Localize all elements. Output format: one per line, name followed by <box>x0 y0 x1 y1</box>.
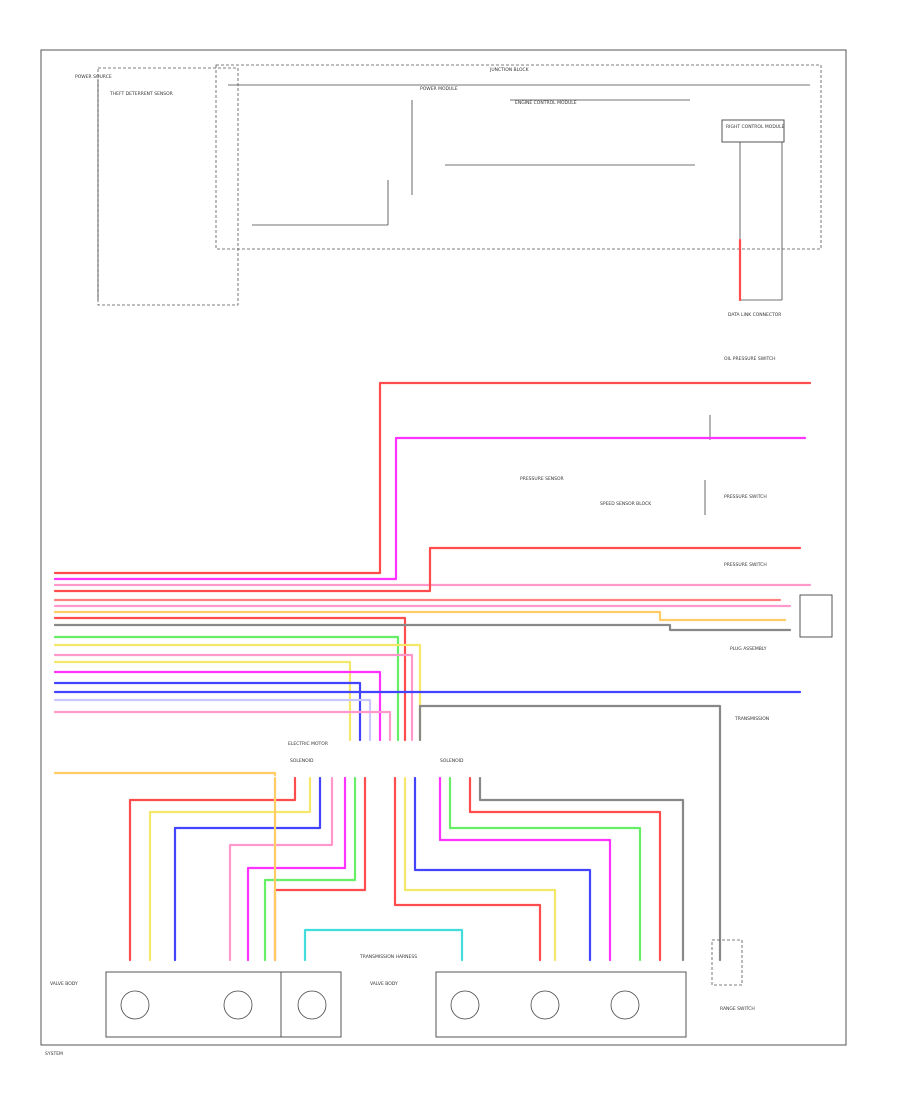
power-source-box <box>97 67 239 306</box>
wire-blue-left-1 <box>173 776 322 962</box>
valve-body-left-label: VALVE BODY <box>50 981 78 987</box>
wire-yellow-right-1 <box>403 776 557 962</box>
solenoid-dial-5 <box>530 990 560 1020</box>
footer-label: SYSTEM <box>45 1051 63 1057</box>
wire-pink-left-1 <box>228 776 334 962</box>
wire-orange-2 <box>53 771 277 777</box>
plug-assembly-box <box>799 594 833 638</box>
wire-magenta-2 <box>53 670 382 742</box>
power-source-label: POWER SOURCE <box>75 74 112 80</box>
solenoid-dial-6 <box>610 990 640 1020</box>
solenoid-b-label: SOLENOID <box>440 758 464 764</box>
solenoid-dial-1 <box>120 990 150 1020</box>
wire-green-right-1 <box>448 776 642 962</box>
oil-pressure-label: OIL PRESSURE SWITCH <box>724 356 776 362</box>
wire-magenta-1 <box>53 436 807 581</box>
diagram-frame <box>40 49 847 1046</box>
valve-body-right: VALVE BODY <box>370 971 687 1038</box>
wire-gray-1 <box>53 623 792 632</box>
wire-red-right-2 <box>393 776 542 962</box>
wire-red-right-1 <box>468 776 662 962</box>
right-module-label: RIGHT CONTROL MODULE <box>726 124 785 130</box>
range-switch-box <box>711 939 743 986</box>
right-components: OIL PRESSURE SWITCH PRESSURE SENSOR SPEE… <box>520 356 833 722</box>
junction-block-section: JUNCTION BLOCK POWER MODULE ENGINE CONTR… <box>215 64 822 318</box>
wire-red-3 <box>53 616 407 742</box>
solenoid-dial-4 <box>450 990 480 1020</box>
power-source-section: POWER SOURCE THEFT DETERRENT SENSOR <box>75 67 239 306</box>
junction-block-box <box>215 64 822 250</box>
wire-lavender-1 <box>53 698 372 742</box>
pressure-switch-2-label: PRESSURE SWITCH <box>724 562 767 568</box>
wires-group <box>53 238 812 962</box>
junction-block-label: JUNCTION BLOCK <box>489 67 530 73</box>
speed-sensor-label: SPEED SENSOR BLOCK <box>600 501 652 507</box>
valve-body-left: VALVE BODY <box>50 971 342 1038</box>
wire-blue-1 <box>53 681 362 742</box>
valve-body-right-box <box>435 971 687 1038</box>
right-module-box <box>721 119 785 143</box>
theft-sensor-label: THEFT DETERRENT SENSOR <box>109 91 173 97</box>
pressure-sensor-label: PRESSURE SENSOR <box>520 476 564 482</box>
wire-pink-4 <box>53 710 392 742</box>
solenoid-dial-3 <box>297 990 327 1020</box>
range-switch-label: RANGE SWITCH <box>720 1006 755 1012</box>
wire-red-2 <box>53 546 802 593</box>
wire-blue-right-1 <box>413 776 592 962</box>
harness-label: TRANSMISSION HARNESS <box>359 954 417 960</box>
module-label: POWER MODULE <box>420 86 458 92</box>
wire-orange-1 <box>53 610 787 622</box>
wire-pink-3 <box>53 653 414 742</box>
ecm-label: ENGINE CONTROL MODULE <box>515 100 577 106</box>
solenoid-a-label: SOLENOID <box>290 758 314 764</box>
solenoid-dial-2 <box>223 990 253 1020</box>
data-link-label: DATA LINK CONNECTOR <box>728 312 781 318</box>
valve-body-left-box <box>105 971 282 1038</box>
wire-gray-right-1 <box>478 776 685 962</box>
wire-magenta-right-1 <box>438 776 612 962</box>
valve-body-left-box-2 <box>280 971 342 1038</box>
electric-motor-label: ELECTRIC MOTOR <box>288 741 328 747</box>
wire-yellow-left-1 <box>148 776 312 962</box>
wire-red-left-1 <box>128 776 297 962</box>
wire-magenta-left-1 <box>246 776 347 962</box>
wire-green-1 <box>53 635 400 742</box>
pressure-switch-1-label: PRESSURE SWITCH <box>724 494 767 500</box>
plug-assembly-label: PLUG ASSEMBLY <box>730 646 767 652</box>
valve-body-right-label: VALVE BODY <box>370 981 398 987</box>
wire-red-1 <box>53 381 812 575</box>
wire-gray-2 <box>418 704 722 962</box>
wire-yellow-2 <box>53 660 352 742</box>
wire-cyan-1 <box>303 928 464 962</box>
transmission-label: TRANSMISSION <box>734 716 769 722</box>
wire-green-left-1 <box>263 776 357 962</box>
